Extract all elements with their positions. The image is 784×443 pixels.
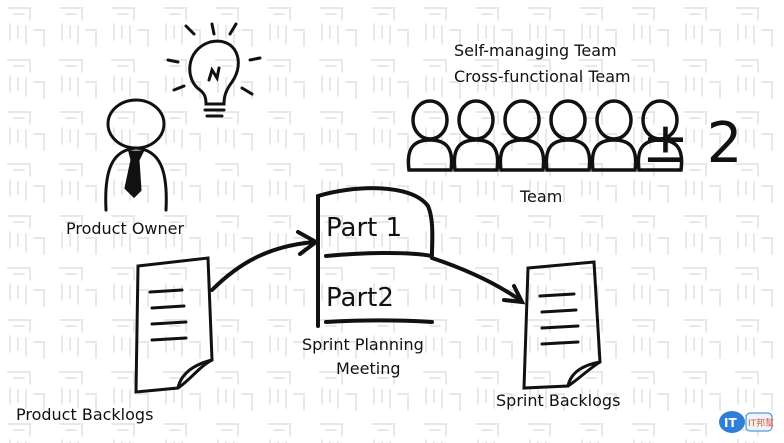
team-descriptor-line1: Self-managing Team: [454, 41, 617, 60]
team-label: Team: [519, 187, 562, 206]
product-backlogs-label: Product Backlogs: [16, 405, 153, 424]
svg-text:IT: IT: [724, 416, 737, 430]
team-size-suffix: ± 2: [642, 111, 742, 176]
sprint-planning-label-line2: Meeting: [336, 359, 401, 378]
itbang-logo-mark: IT IT邦幫忙: [718, 409, 774, 435]
team-descriptor-line2: Cross-functional Team: [454, 67, 631, 86]
itbang-logo: IT IT邦幫忙: [718, 409, 774, 435]
sprint-planning-label-line1: Sprint Planning: [302, 335, 424, 354]
sprint-planning-part1: Part 1: [326, 213, 402, 243]
itbang-logo-text: IT邦幫忙: [748, 417, 774, 429]
sprint-planning-part2: Part2: [326, 283, 394, 313]
product-owner-label: Product Owner: [66, 219, 185, 238]
sprint-backlogs-label: Sprint Backlogs: [496, 391, 620, 410]
